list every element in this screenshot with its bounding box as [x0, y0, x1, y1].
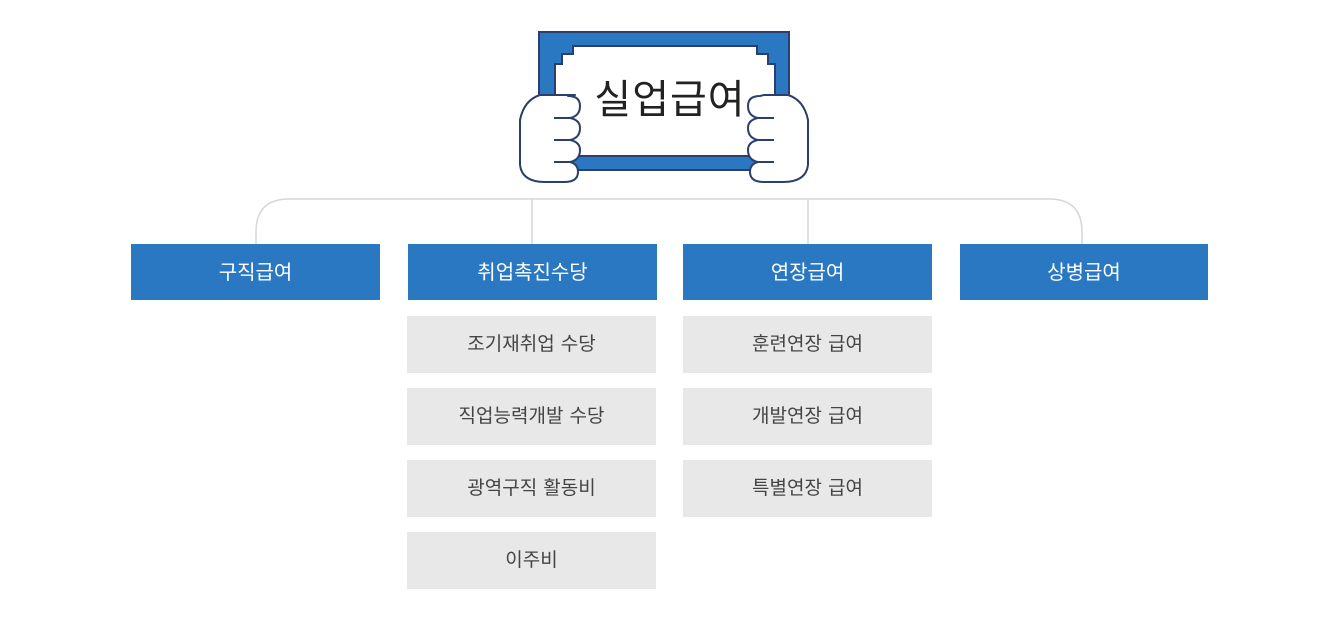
right-hand: [747, 94, 809, 183]
connector-lines: [255, 198, 1083, 244]
right-hand-finger-lines: [758, 117, 774, 163]
category-employment-promotion-allowance: 취업촉진수당: [408, 244, 657, 300]
diagram-title: 실업급여: [594, 77, 746, 123]
certificate-held-by-hands-icon: [519, 31, 809, 183]
sub-item-wide-area-job-search: 광역구직 활동비: [407, 460, 656, 517]
sub-item-training-extension: 훈련연장 급여: [683, 316, 932, 373]
sub-item-special-extension: 특별연장 급여: [683, 460, 932, 517]
left-hand: [519, 94, 581, 183]
sub-item-individual-extension: 개발연장 급여: [683, 388, 932, 445]
category-job-seeking-benefit: 구직급여: [131, 244, 380, 300]
left-hand-finger-lines: [554, 117, 570, 163]
sub-item-relocation-cost: 이주비: [407, 532, 656, 589]
category-extended-benefit: 연장급여: [683, 244, 932, 300]
sub-item-early-reemployment: 조기재취업 수당: [407, 316, 656, 373]
category-sickness-benefit: 상병급여: [960, 244, 1208, 300]
sub-item-vocational-development: 직업능력개발 수당: [407, 388, 656, 445]
connector-left: [255, 198, 1083, 244]
